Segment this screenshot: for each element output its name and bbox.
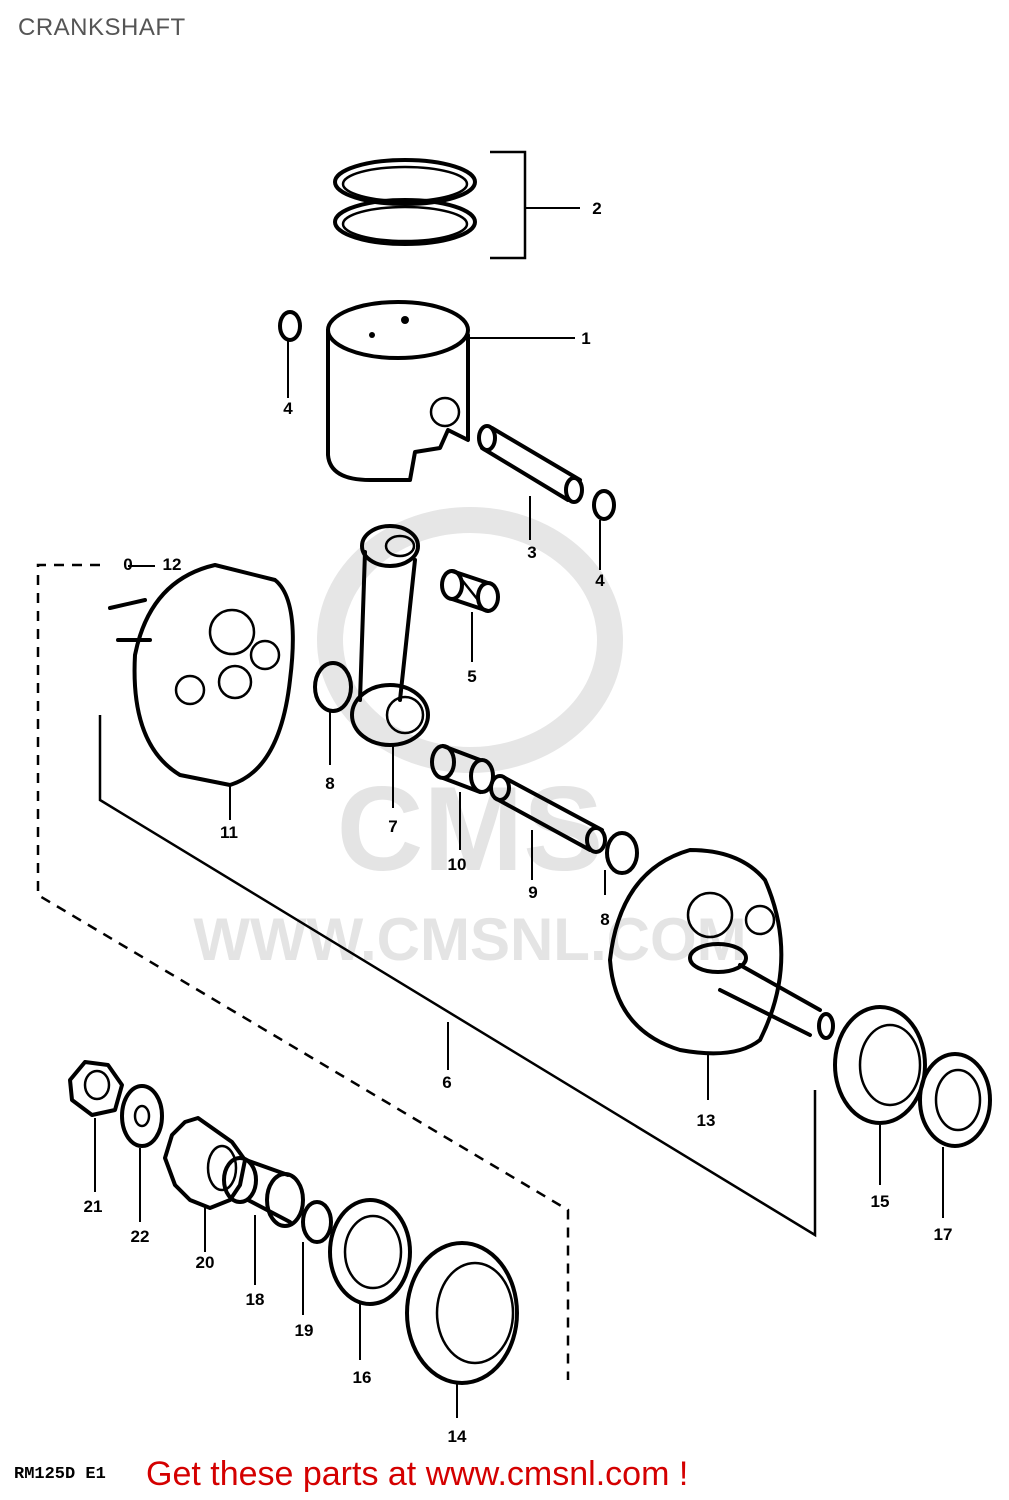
part-label-4b: 4 <box>595 571 605 590</box>
connecting-rod <box>350 524 430 808</box>
piston-rings <box>333 150 580 260</box>
part-label-19: 19 <box>295 1321 314 1340</box>
part-label-18: 18 <box>246 1290 265 1309</box>
part-label-16: 16 <box>353 1368 372 1387</box>
spacer <box>222 1156 305 1285</box>
nut <box>68 1060 124 1192</box>
part-label-11: 11 <box>220 823 238 842</box>
part-label-9: 9 <box>528 883 537 902</box>
piston <box>326 300 575 482</box>
part-label-12: 12 <box>163 555 182 574</box>
piston-pin <box>477 424 584 540</box>
crank-pin <box>489 774 607 880</box>
piston-pin-clip-left <box>278 310 302 398</box>
crankshaft-assembly-outline <box>36 563 817 1380</box>
part-label-2: 2 <box>592 199 601 218</box>
main-bearing-right <box>833 1005 927 1185</box>
part-label-4: 4 <box>283 399 293 418</box>
crank-half-right <box>608 848 835 1100</box>
thrust-washer-left <box>313 661 353 765</box>
oil-seal-right <box>918 1052 992 1218</box>
part-label-8: 8 <box>325 774 334 793</box>
part-label-6: 6 <box>442 1073 451 1092</box>
get-parts-link[interactable]: Get these parts at www.cmsnl.com ! <box>146 1455 689 1493</box>
part-label-7: 7 <box>388 817 397 836</box>
big-end-bearing <box>430 744 495 850</box>
part-label-13: 13 <box>697 1111 716 1130</box>
watermark-logo-text: CMS <box>337 762 604 896</box>
piston-pin-clip-right <box>592 489 616 570</box>
part-label-17: 17 <box>934 1225 953 1244</box>
part-labels: 1 2 3 4 4 5 6 7 8 8 9 10 11 0 12 13 14 1… <box>84 199 953 1446</box>
page-title: CRANKSHAFT <box>18 14 186 41</box>
part-label-12-marker: 0 <box>123 555 132 574</box>
o-ring <box>301 1200 333 1315</box>
watermark-logo: CMS WWW.CMSNL.COM <box>193 507 747 973</box>
washer <box>120 1084 164 1222</box>
part-label-10: 10 <box>448 855 467 874</box>
main-bearing-left <box>405 1241 519 1418</box>
oil-seal-left <box>328 1198 412 1360</box>
part-label-5: 5 <box>467 667 476 686</box>
part-label-1: 1 <box>581 329 590 348</box>
part-label-21: 21 <box>84 1197 103 1216</box>
crank-half-left <box>108 563 295 820</box>
thrust-washer-right <box>604 831 639 895</box>
part-label-3: 3 <box>527 543 536 562</box>
primary-drive-gear <box>163 1116 247 1252</box>
part-label-22: 22 <box>131 1227 150 1246</box>
part-label-20: 20 <box>196 1253 215 1272</box>
watermark-url: WWW.CMSNL.COM <box>193 906 746 973</box>
small-end-bearing <box>440 569 500 662</box>
part-label-8b: 8 <box>600 910 609 929</box>
model-code: RM125D E1 <box>14 1465 106 1484</box>
part-label-15: 15 <box>871 1192 890 1211</box>
part-label-14: 14 <box>448 1427 467 1446</box>
